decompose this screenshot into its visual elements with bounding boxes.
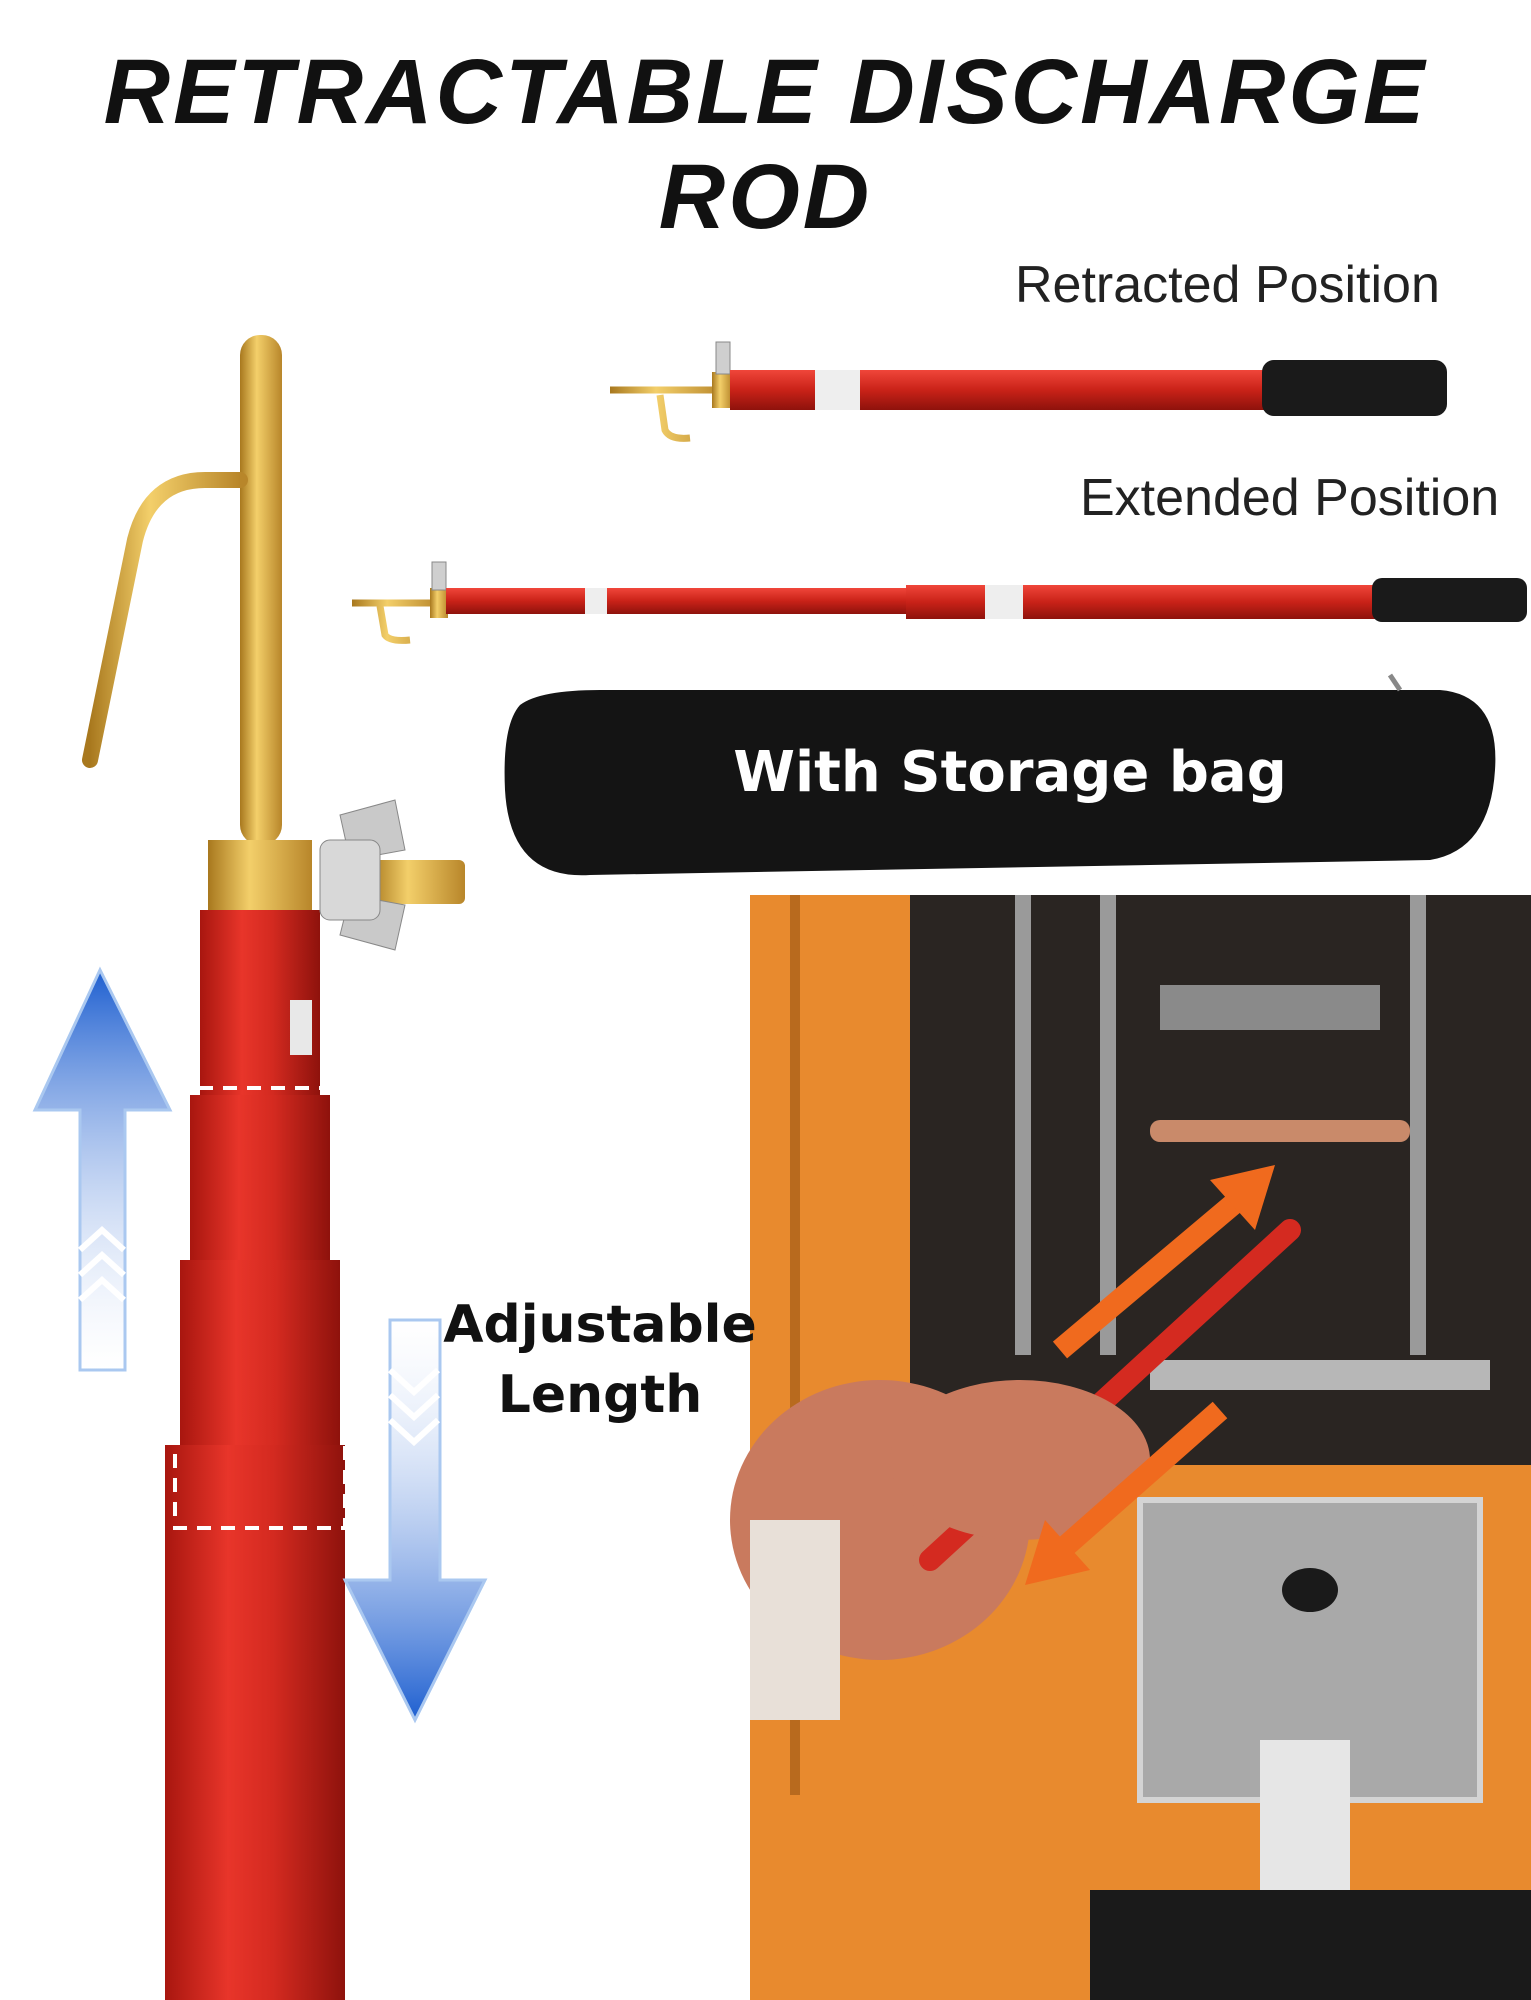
extended-position-label: Extended Position bbox=[1080, 469, 1500, 527]
adjustable-label-line1: Adjustable bbox=[443, 1295, 757, 1355]
adjustable-label-line2: Length bbox=[497, 1365, 703, 1425]
wing-nut bbox=[319, 839, 381, 921]
adjustable-length-label: Adjustable Length bbox=[440, 1290, 760, 1430]
storage-bag-image bbox=[504, 673, 1496, 876]
rod-section-2 bbox=[190, 1095, 330, 1265]
down-arrow-icon bbox=[342, 1318, 488, 1724]
page-title: RETRACTABLE DISCHARGE ROD bbox=[103, 41, 1428, 248]
extended-handle bbox=[1372, 578, 1527, 622]
storage-bag-label: With Storage bag bbox=[733, 740, 1287, 805]
extended-rod-image bbox=[352, 561, 1527, 644]
retracted-handle bbox=[1262, 360, 1447, 416]
length-indicator-dashes bbox=[173, 1086, 347, 1530]
brass-tip bbox=[240, 335, 282, 845]
rod-section-4 bbox=[165, 1445, 345, 2000]
rod-section-3 bbox=[180, 1260, 340, 1450]
usage-photo bbox=[730, 895, 1531, 2000]
up-arrow-icon bbox=[32, 966, 173, 1372]
vertical-rod-closeup bbox=[82, 335, 465, 2000]
retracted-position-label: Retracted Position bbox=[1015, 256, 1440, 314]
rod-label-sticker bbox=[290, 1000, 312, 1055]
threaded-screw bbox=[370, 860, 465, 904]
retracted-rod-image bbox=[610, 341, 1447, 442]
brass-hook bbox=[82, 472, 248, 768]
